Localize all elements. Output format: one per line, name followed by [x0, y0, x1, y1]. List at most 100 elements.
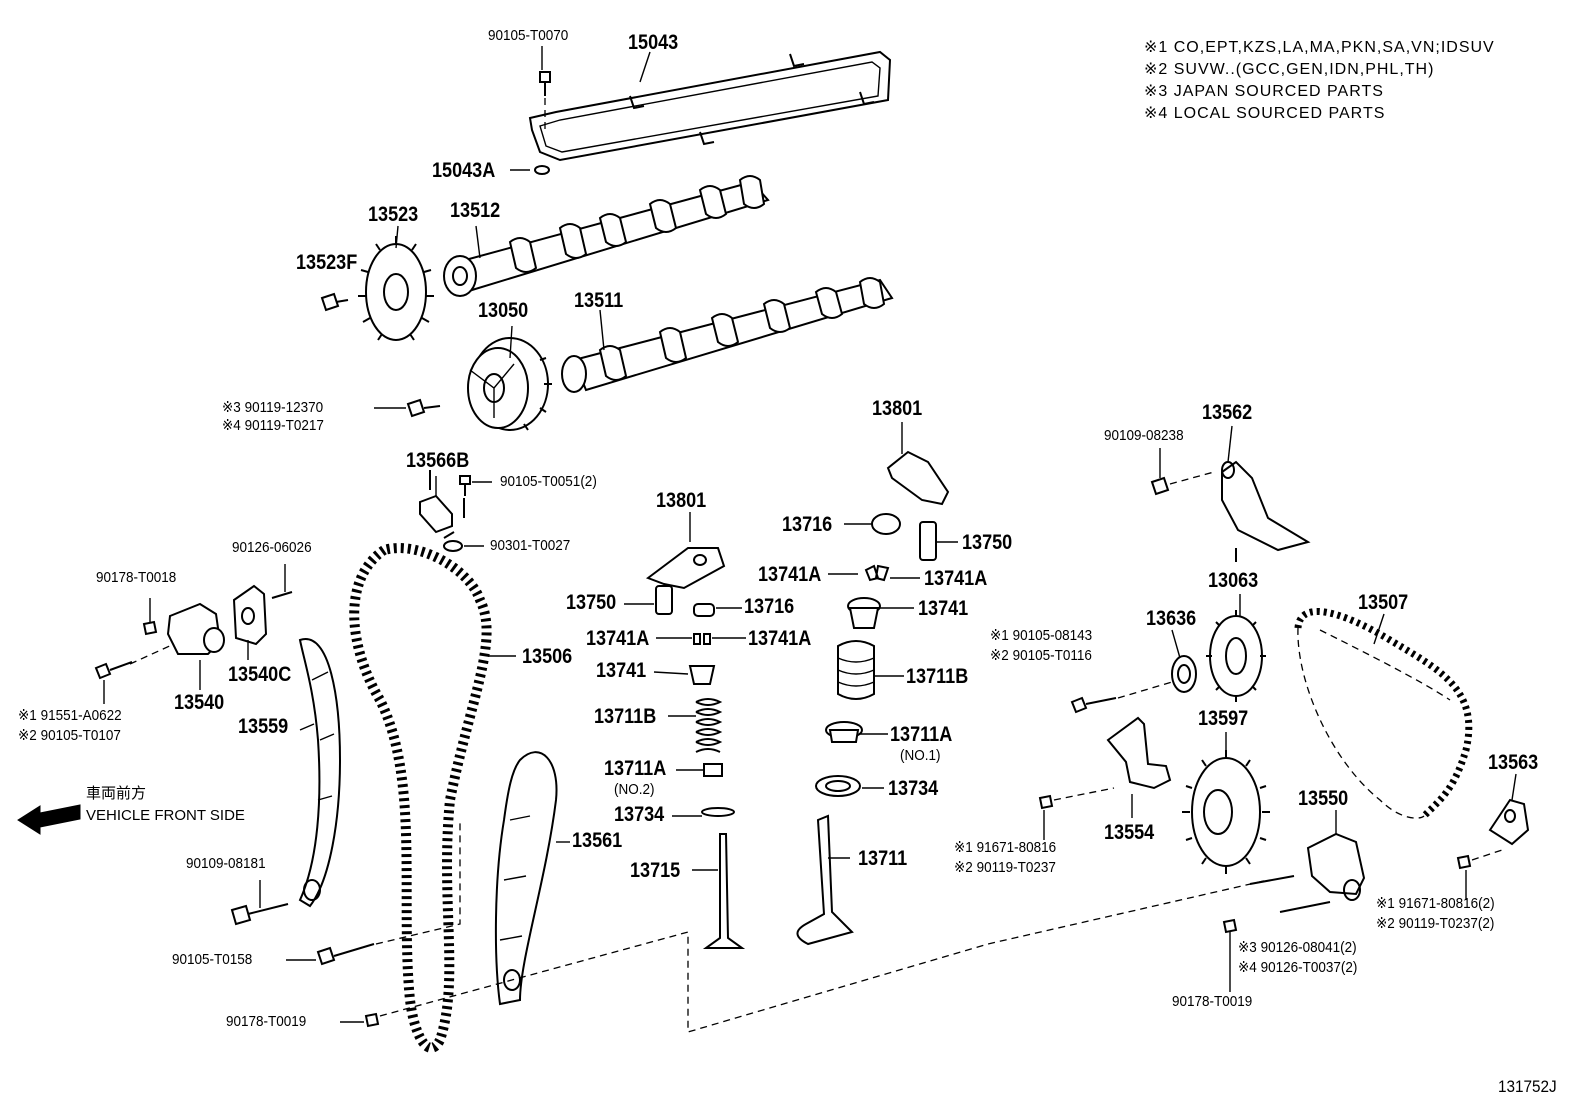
- label-13540C[interactable]: 13540C: [228, 663, 292, 686]
- label-90109-08181[interactable]: 90109-08181: [186, 855, 266, 872]
- label-90109-08238[interactable]: 90109-08238: [1104, 427, 1184, 444]
- bolt-90119: [406, 398, 441, 418]
- label-13566B[interactable]: 13566B: [406, 449, 470, 472]
- label-90126-08041[interactable]: ※3 90126-08041(2): [1238, 939, 1357, 956]
- note-2: ※2 SUVW..(GCC,GEN,IDN,PHL,TH): [1144, 61, 1435, 78]
- spring-13711B-left: [695, 698, 723, 753]
- bolt-91671-80816-2: [1456, 849, 1503, 870]
- bolt-90178-T0019-right: [1222, 918, 1238, 992]
- label-13741A-right-2[interactable]: 13741A: [924, 567, 988, 590]
- grommet-15043A: [510, 165, 550, 175]
- front-arrow-icon: [17, 804, 81, 835]
- label-90301-T0027[interactable]: 90301-T0027: [490, 537, 571, 554]
- camshaft-13511: [561, 277, 894, 393]
- label-13507[interactable]: 13507: [1358, 591, 1409, 614]
- sprocket-13523: [358, 236, 434, 341]
- label-13711B-right[interactable]: 13711B: [906, 665, 969, 688]
- label-90126-06026[interactable]: 90126-06026: [232, 539, 312, 556]
- bolt-90109-08181: [230, 903, 289, 926]
- label-13636[interactable]: 13636: [1146, 607, 1197, 630]
- label-90119-12370[interactable]: ※3 90119-12370: [222, 399, 324, 416]
- label-90105-T0158[interactable]: 90105-T0158: [172, 951, 253, 968]
- label-13563[interactable]: 13563: [1488, 751, 1539, 774]
- label-13734-left[interactable]: 13734: [614, 803, 665, 826]
- label-13050[interactable]: 13050: [478, 299, 529, 322]
- label-13715[interactable]: 13715: [630, 859, 681, 882]
- timing-chain-13507: [1294, 607, 1473, 819]
- label-13540[interactable]: 13540: [174, 691, 225, 714]
- front-label-en: VEHICLE FRONT SIDE: [86, 807, 245, 824]
- bolt-90105-08143: [1070, 681, 1173, 714]
- label-13801-left[interactable]: 13801: [656, 489, 707, 512]
- label-15043A[interactable]: 15043A: [432, 159, 496, 182]
- label-13554[interactable]: 13554: [1104, 821, 1155, 844]
- label-13711B-left[interactable]: 13711B: [594, 705, 657, 728]
- label-13711A-left[interactable]: 13711A: [604, 757, 667, 780]
- label-90178-T0019-right[interactable]: 90178-T0019: [1172, 993, 1253, 1010]
- label-13561[interactable]: 13561: [572, 829, 623, 852]
- keepers-13741A-left: [693, 633, 711, 645]
- spring-13711B-right: [837, 640, 875, 700]
- label-13741-right[interactable]: 13741: [918, 597, 969, 620]
- label-13512[interactable]: 13512: [450, 199, 501, 222]
- leader-lines: [103, 46, 1517, 1023]
- timing-chain-13506: [349, 543, 516, 1053]
- label-13597[interactable]: 13597: [1198, 707, 1249, 730]
- label-no1: (NO.1): [900, 747, 941, 764]
- label-13559[interactable]: 13559: [238, 715, 289, 738]
- note-1: ※1 CO,EPT,KZS,LA,MA,PKN,SA,VN;IDSUV: [1144, 39, 1495, 56]
- seat-13734-right: [815, 775, 861, 797]
- bolt-90105-T0070: [539, 71, 551, 134]
- label-13716-left[interactable]: 13716: [744, 595, 795, 618]
- label-13523[interactable]: 13523: [368, 203, 419, 226]
- label-15043[interactable]: 15043: [628, 31, 679, 54]
- bolt-90178-T0018: [142, 598, 158, 636]
- retainer-13711A-left: [703, 763, 723, 777]
- bolt-90109-08238: [1150, 471, 1215, 496]
- lifter-13716-left: [693, 603, 715, 617]
- label-13562[interactable]: 13562: [1202, 401, 1253, 424]
- label-90119-T0217[interactable]: ※4 90119-T0217: [222, 417, 324, 434]
- label-90178-T0019-left[interactable]: 90178-T0019: [226, 1013, 307, 1030]
- label-13711[interactable]: 13711: [858, 847, 908, 870]
- label-13801-right[interactable]: 13801: [872, 397, 923, 420]
- label-13741A-right-1[interactable]: 13741A: [758, 563, 822, 586]
- label-13511[interactable]: 13511: [574, 289, 624, 312]
- label-90105-T0070[interactable]: 90105-T0070: [488, 27, 569, 44]
- label-13063[interactable]: 13063: [1208, 569, 1259, 592]
- ring-90301-T0027: [443, 540, 484, 552]
- chain-guide-13559: [298, 638, 342, 908]
- label-13750-right[interactable]: 13750: [962, 531, 1013, 554]
- label-13750-left[interactable]: 13750: [566, 591, 617, 614]
- label-13506[interactable]: 13506: [522, 645, 573, 668]
- label-90178-T0018[interactable]: 90178-T0018: [96, 569, 177, 586]
- valve-13711: [796, 814, 854, 946]
- bolt-91551-A0622: [94, 661, 133, 680]
- label-13741A-left-2[interactable]: 13741A: [748, 627, 812, 650]
- label-13716-right[interactable]: 13716: [782, 513, 833, 536]
- chain-guide-13561: [494, 751, 558, 1006]
- label-13550[interactable]: 13550: [1298, 787, 1349, 810]
- label-91671-80816[interactable]: ※1 91671-80816: [954, 839, 1057, 856]
- bolt-91671-80816: [1038, 787, 1115, 810]
- label-90105-T0107[interactable]: ※2 90105-T0107: [18, 727, 121, 744]
- keepers-13741A-right: [864, 564, 890, 582]
- label-91671-80816-2[interactable]: ※1 91671-80816(2): [1376, 895, 1495, 912]
- label-90126-T0037[interactable]: ※4 90126-T0037(2): [1238, 959, 1358, 976]
- label-90119-T0237[interactable]: ※2 90119-T0237: [954, 859, 1056, 876]
- label-91551-A0622[interactable]: ※1 91551-A0622: [18, 707, 122, 724]
- label-90105-T0116[interactable]: ※2 90105-T0116: [990, 647, 1092, 664]
- label-13734-right[interactable]: 13734: [888, 777, 939, 800]
- bolt-90105-T0158: [316, 820, 461, 966]
- label-13523F[interactable]: 13523F: [296, 251, 358, 274]
- label-90105-T0051[interactable]: 90105-T0051(2): [500, 473, 597, 490]
- label-13741A-left-1[interactable]: 13741A: [586, 627, 650, 650]
- tensioner-13540: [129, 602, 225, 665]
- seal-13741-right: [847, 597, 881, 629]
- label-90119-T0237-2[interactable]: ※2 90119-T0237(2): [1376, 915, 1495, 932]
- note-4: ※4 LOCAL SOURCED PARTS: [1144, 105, 1386, 122]
- label-13741-left[interactable]: 13741: [596, 659, 647, 682]
- label-90105-08143[interactable]: ※1 90105-08143: [990, 627, 1093, 644]
- label-13711A-right[interactable]: 13711A: [890, 723, 953, 746]
